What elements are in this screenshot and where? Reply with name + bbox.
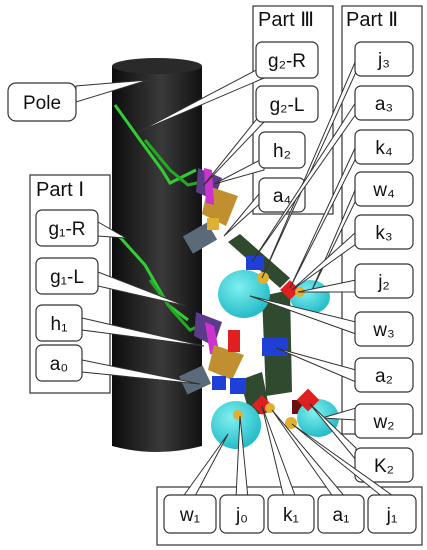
callout-a3: a₃ — [251, 85, 414, 263]
label-w4: w₄ — [372, 180, 395, 201]
label-g2R: g₂-R — [268, 51, 306, 72]
label-j3: j₃ — [377, 50, 390, 71]
label-h2: h₂ — [273, 141, 291, 162]
callout-K2: K₂ — [309, 403, 414, 483]
callout-j1: j₁ — [291, 423, 417, 534]
label-pole: Pole — [23, 93, 61, 114]
label-k3: k₃ — [375, 223, 392, 244]
callout-k4: k₄ — [289, 129, 414, 289]
callout-pole: Pole — [7, 79, 149, 122]
callout-j3: j₃ — [261, 41, 414, 279]
title-part2: Part Ⅱ — [346, 9, 398, 31]
title-part1: Part Ⅰ — [36, 179, 84, 201]
callout-w3: w₃ — [249, 295, 414, 347]
label-j1: j₁ — [386, 505, 398, 526]
label-j2: j₂ — [377, 272, 390, 293]
callout-a2: a₂ — [275, 347, 414, 393]
joints — [233, 272, 320, 429]
callout-g2R: g₂-R — [137, 41, 319, 133]
label-a2: a₂ — [375, 366, 393, 387]
label-w3: w₃ — [372, 320, 394, 341]
callout-g1R: g₁-R — [35, 209, 127, 247]
callout-h2: h₂ — [213, 131, 306, 185]
pole — [112, 58, 202, 452]
label-w1: w₁ — [179, 505, 200, 526]
label-a1: a₁ — [333, 505, 350, 526]
callout-g2L: g₂-L — [202, 85, 319, 187]
label-g1L: g₁-L — [50, 267, 84, 288]
label-g2L: g₂-L — [270, 95, 305, 116]
callout-j0: j₀ — [219, 415, 265, 534]
label-k4: k₄ — [375, 138, 393, 159]
part3-frame — [252, 5, 334, 215]
callout-k1: k₁ — [261, 405, 315, 534]
links — [228, 234, 322, 416]
callout-j2: j₂ — [297, 263, 414, 299]
callout-k3: k₃ — [291, 214, 414, 291]
upper-gripper-body — [182, 168, 238, 254]
callout-w2: w₂ — [321, 403, 414, 439]
callout-a0: a₀ — [35, 344, 201, 385]
callout-a1: a₁ — [271, 409, 365, 534]
callout-h1: h₁ — [35, 304, 205, 347]
callout-g1L: g₁-L — [35, 257, 187, 307]
label-k1: k₁ — [283, 505, 299, 526]
callout-w1: w₁ — [163, 433, 229, 534]
label-a4: a₄ — [273, 186, 292, 207]
label-K2: K₂ — [374, 456, 394, 477]
label-w2: w₂ — [372, 412, 394, 433]
label-g1R: g₁-R — [48, 219, 85, 240]
label-j0: j₀ — [235, 505, 248, 526]
label-a0: a₀ — [50, 354, 68, 375]
label-h1: h₁ — [51, 314, 68, 335]
label-a3: a₃ — [375, 94, 393, 115]
lower-gripper-body — [178, 312, 244, 395]
title-part3: Part Ⅲ — [258, 9, 314, 31]
